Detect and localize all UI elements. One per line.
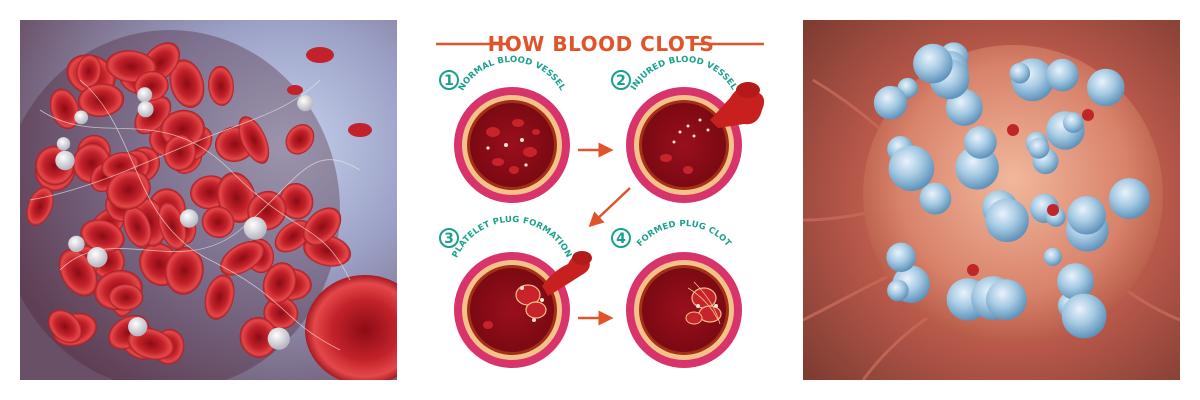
red-blood-cell [158, 201, 187, 251]
platelet [267, 327, 290, 350]
platelet [56, 137, 71, 151]
vessel-1-lumen [470, 103, 554, 187]
cell-surface-bleb [1046, 58, 1079, 92]
micrograph-image [803, 20, 1180, 380]
platelet [87, 247, 108, 268]
red-blood-cell [279, 182, 314, 220]
step-1-badge [439, 70, 459, 90]
platelet [243, 216, 267, 240]
platelet [137, 101, 154, 118]
cell-surface-bleb [1043, 247, 1062, 266]
platelet [297, 95, 314, 112]
cell-surface-bleb [873, 85, 908, 120]
vessel-4-clot [685, 281, 722, 325]
cell-surface-bleb [1067, 196, 1106, 235]
red-blood-cell [163, 134, 197, 172]
red-blood-cell [238, 116, 270, 164]
red-blood-cell [262, 262, 297, 304]
cell-surface-bleb [919, 182, 952, 215]
cell-surface-bleb [955, 146, 999, 190]
cell-surface-bleb [1108, 178, 1150, 220]
red-blood-cell [287, 85, 303, 95]
red-blood-cell [77, 83, 125, 117]
red-blood-cell [169, 59, 205, 108]
red-blood-cell [108, 283, 144, 311]
step-2-badge [611, 70, 631, 90]
cell-surface-bleb [1063, 112, 1084, 133]
step-4-number: 4 [616, 231, 626, 247]
red-blood-cell [285, 124, 315, 155]
how-blood-clots-infographic: HOW BLOOD CLOTS 1 NORMAL BLOOD VESSEL [418, 20, 784, 380]
red-blood-cell [80, 219, 125, 253]
red-blood-cell [263, 296, 299, 330]
blood-clot-render-image [20, 20, 397, 380]
step-4-badge [611, 228, 631, 248]
cell-surface-bleb [1028, 137, 1050, 159]
red-blood-cell [164, 246, 204, 295]
platelet [74, 110, 89, 125]
red-granule [967, 264, 979, 276]
red-blood-cell [47, 309, 83, 344]
step-2: 2 INJURED BLOOD VESSEL [611, 55, 765, 203]
red-blood-cell [106, 169, 151, 210]
vessel-3-plug [483, 284, 547, 329]
platelet [55, 150, 75, 171]
red-blood-cell [274, 219, 312, 253]
step-3-badge [439, 228, 459, 248]
platelet [179, 209, 199, 228]
cell-surface-bleb [913, 43, 953, 84]
cell-surface-bleb [985, 198, 1029, 243]
red-granule [1007, 124, 1019, 136]
cell-surface-bleb [886, 242, 916, 272]
infographic-title: HOW BLOOD CLOTS [488, 32, 715, 56]
vessel-1-cells [486, 119, 540, 174]
red-blood-cell [204, 274, 235, 320]
red-granule [1082, 109, 1094, 121]
cell-surface-bleb [888, 145, 935, 192]
cell-surface-bleb [986, 279, 1027, 320]
step-1-number: 1 [444, 73, 454, 89]
step-4: 4 FORMED PLUG CLOT [611, 219, 742, 368]
cell-surface-bleb [1009, 62, 1031, 84]
red-blood-cell [305, 275, 397, 380]
cell-surface-bleb [1061, 293, 1107, 339]
cell-surface-bleb [1057, 263, 1094, 300]
platelet [68, 235, 85, 253]
cell-surface-bleb [964, 126, 997, 159]
cell-surface-bleb [1087, 68, 1125, 107]
step-1: 1 NORMAL BLOOD VESSEL [439, 55, 570, 203]
red-blood-cell [306, 47, 334, 63]
step-3-number: 3 [444, 231, 454, 247]
step-4-label: FORMED PLUG CLOT [635, 219, 733, 249]
vessel-2-cells [660, 118, 710, 174]
platelet [137, 87, 153, 103]
red-blood-cell [208, 65, 234, 106]
red-blood-cell [239, 316, 278, 358]
step-2-label: INJURED BLOOD VESSEL [629, 55, 739, 93]
red-blood-cell [123, 206, 152, 248]
red-blood-cell [302, 207, 342, 246]
platelet [128, 317, 148, 337]
red-blood-cell [219, 240, 265, 276]
step-3: 3 PLATELET PLUG FORMATION [439, 215, 592, 368]
cell-surface-bleb [887, 279, 909, 302]
red-blood-cell [348, 123, 372, 137]
red-blood-cell [201, 206, 235, 238]
vessel-2-lumen [642, 103, 726, 187]
step-2-number: 2 [616, 73, 626, 89]
red-blood-cell [76, 54, 102, 88]
red-granule [1047, 204, 1059, 216]
arrow-2-to-3 [588, 187, 631, 228]
